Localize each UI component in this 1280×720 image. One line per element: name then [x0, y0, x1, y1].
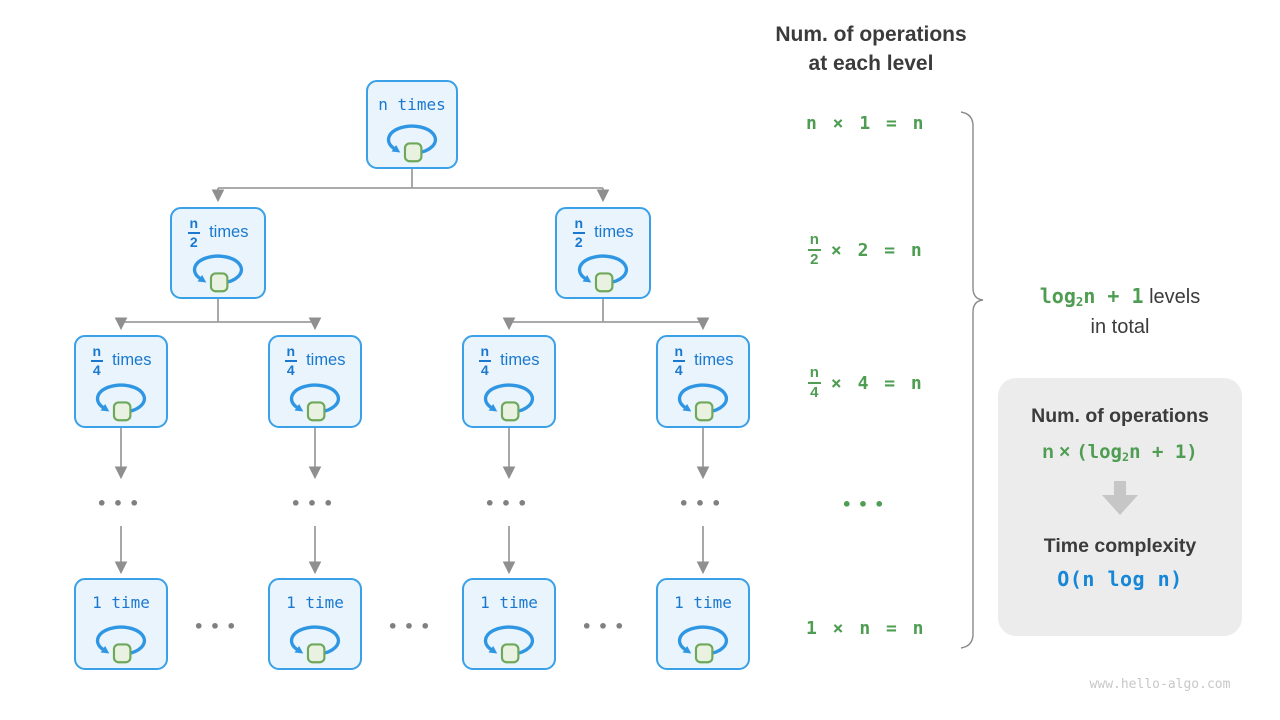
loop-icon: [289, 383, 341, 422]
fraction: n 4: [807, 364, 821, 401]
loop-icon: [192, 254, 244, 293]
loop-icon: [289, 625, 341, 664]
levels-label-line1: log2n + 1 levels: [1039, 284, 1201, 309]
node-l3-2-label: n 4 times: [478, 343, 540, 378]
loop-icon: [95, 383, 147, 422]
loop-icon: [677, 625, 729, 664]
node-bottom-0: 1 time: [74, 578, 168, 670]
fraction: n 2: [187, 215, 201, 250]
loop-icon: [386, 124, 438, 163]
ops-row-1: n × 1 = n: [805, 112, 927, 134]
ellipsis-row-2: •••: [581, 617, 631, 636]
node-bottom-3: 1 time: [656, 578, 750, 670]
node-l2-1: n 2 times: [555, 207, 651, 299]
ops-row-3: n 4 × 4 = n: [807, 364, 925, 401]
node-root-label: n times: [378, 94, 446, 114]
ellipsis-annotation: •••: [841, 495, 891, 514]
node-l3-3-label: n 4 times: [672, 343, 734, 378]
node-l3-2: n 4 times: [462, 335, 556, 428]
fraction: n 2: [807, 231, 821, 268]
node-l2-1-label: n 2 times: [572, 215, 634, 250]
ellipsis-row-1: •••: [387, 617, 437, 636]
fraction: n 4: [90, 343, 104, 378]
node-l3-0-label: n 4 times: [90, 343, 152, 378]
loop-icon: [677, 383, 729, 422]
annotation-header-line1: Num. of operations: [775, 23, 967, 46]
ellipsis-column-3: •••: [678, 494, 728, 513]
summary-panel: Num. of operations n × (log2n + 1) Time …: [998, 378, 1242, 636]
node-bottom-0-label: 1 time: [92, 592, 150, 612]
node-l2-0-label: n 2 times: [187, 215, 249, 250]
panel-title: Num. of operations: [1031, 405, 1209, 427]
levels-brace: [960, 111, 984, 649]
loop-icon: [483, 625, 535, 664]
levels-label-line2: in total: [1090, 316, 1150, 338]
ops-row-2: n 2 × 2 = n: [807, 231, 925, 268]
loop-icon: [577, 254, 629, 293]
fraction: n 4: [284, 343, 298, 378]
panel-complexity: O(n log n): [1057, 567, 1183, 591]
panel-formula: n × (log2n + 1): [1042, 441, 1198, 464]
ellipsis-column-2: •••: [484, 494, 534, 513]
node-bottom-3-label: 1 time: [674, 592, 732, 612]
node-l3-3: n 4 times: [656, 335, 750, 428]
loop-icon: [483, 383, 535, 422]
node-bottom-2: 1 time: [462, 578, 556, 670]
fraction: n 2: [572, 215, 586, 250]
annotation-header-line2: at each level: [808, 52, 934, 75]
ops-row-5: 1 × n = n: [805, 617, 927, 639]
node-bottom-2-label: 1 time: [480, 592, 538, 612]
node-bottom-1-label: 1 time: [286, 592, 344, 612]
panel-subtitle: Time complexity: [1043, 535, 1197, 557]
node-l3-0: n 4 times: [74, 335, 168, 428]
levels-label: log2n + 1 levels in total: [1000, 282, 1240, 342]
ellipsis-row-0: •••: [193, 617, 243, 636]
watermark: www.hello-algo.com: [1089, 677, 1231, 692]
ellipsis-column-0: •••: [96, 494, 146, 513]
fraction: n 4: [478, 343, 492, 378]
loop-icon: [95, 625, 147, 664]
ellipsis-column-1: •••: [290, 494, 340, 513]
node-l3-1: n 4 times: [268, 335, 362, 428]
node-l3-1-label: n 4 times: [284, 343, 346, 378]
annotation-header: Num. of operations at each level: [748, 20, 994, 78]
fraction: n 4: [672, 343, 686, 378]
node-l2-0: n 2 times: [170, 207, 266, 299]
down-arrow-icon: [1102, 481, 1138, 515]
node-bottom-1: 1 time: [268, 578, 362, 670]
node-root: n times: [366, 80, 458, 169]
